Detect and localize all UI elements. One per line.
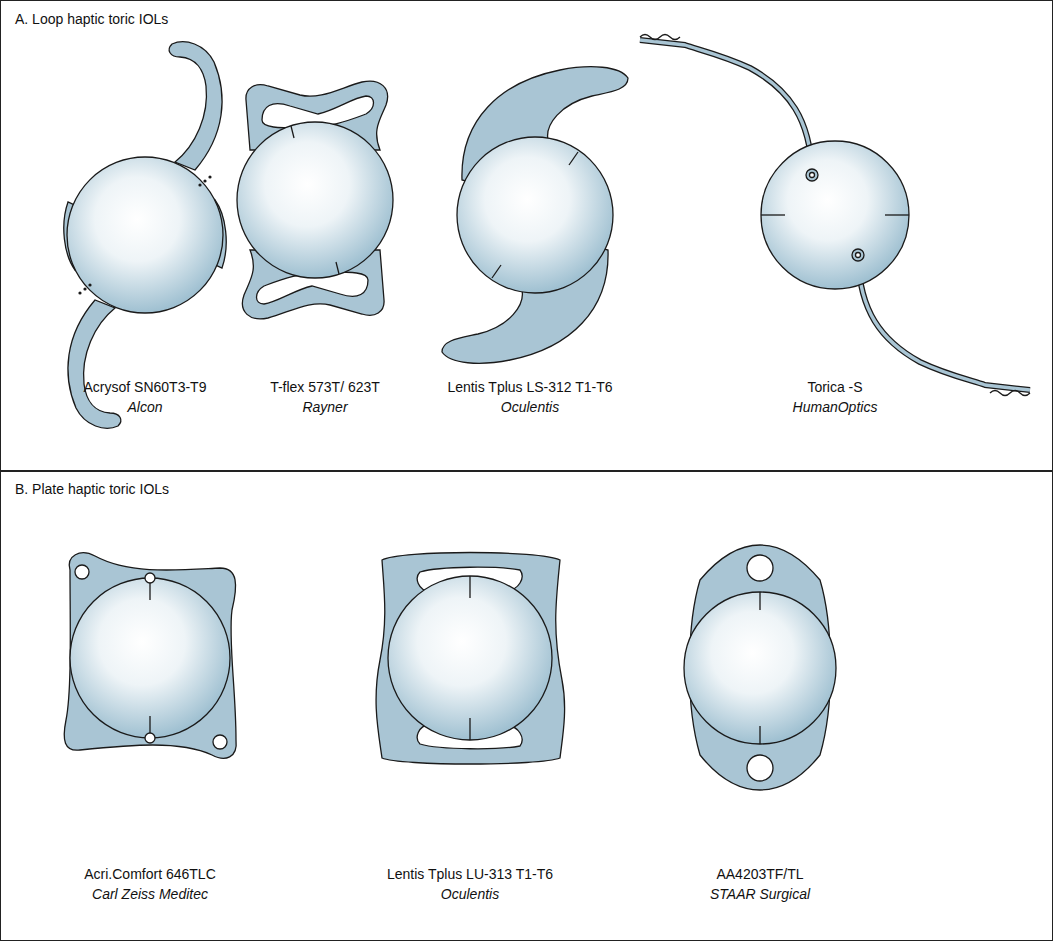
manufacturer-name: STAAR Surgical xyxy=(710,886,810,902)
acrysof-lens xyxy=(64,42,226,429)
manufacturer-name: Oculentis xyxy=(441,886,499,902)
lens-model-name: Acri.Comfort 646TLC xyxy=(84,866,215,882)
lentis-lu-lens xyxy=(376,553,565,765)
lens-model-name: Torica -S xyxy=(807,379,862,395)
lens-model-name: T-flex 573T/ 623T xyxy=(270,379,380,395)
manufacturer-name: Rayner xyxy=(302,399,347,415)
tflex-lens xyxy=(237,81,393,319)
lentis-ls-lens xyxy=(442,67,628,364)
torica-lens xyxy=(640,35,1030,396)
lens-model-name: Lentis Tplus LS-312 T1-T6 xyxy=(447,379,612,395)
manufacturer-name: HumanOptics xyxy=(793,399,878,415)
lens-drawings xyxy=(64,35,1030,791)
manufacturer-name: Alcon xyxy=(127,399,162,415)
panel-heading: B. Plate haptic toric IOLs xyxy=(15,481,169,497)
acri-comfort-lens xyxy=(64,553,236,758)
manufacturer-name: Carl Zeiss Meditec xyxy=(92,886,208,902)
lens-model-name: AA4203TF/TL xyxy=(716,866,803,882)
lens-model-name: Acrysof SN60T3-T9 xyxy=(84,379,207,395)
staar-lens xyxy=(684,545,836,790)
manufacturer-name: Oculentis xyxy=(501,399,559,415)
panel-heading: A. Loop haptic toric IOLs xyxy=(15,11,168,27)
lens-model-name: Lentis Tplus LU-313 T1-T6 xyxy=(387,866,553,882)
